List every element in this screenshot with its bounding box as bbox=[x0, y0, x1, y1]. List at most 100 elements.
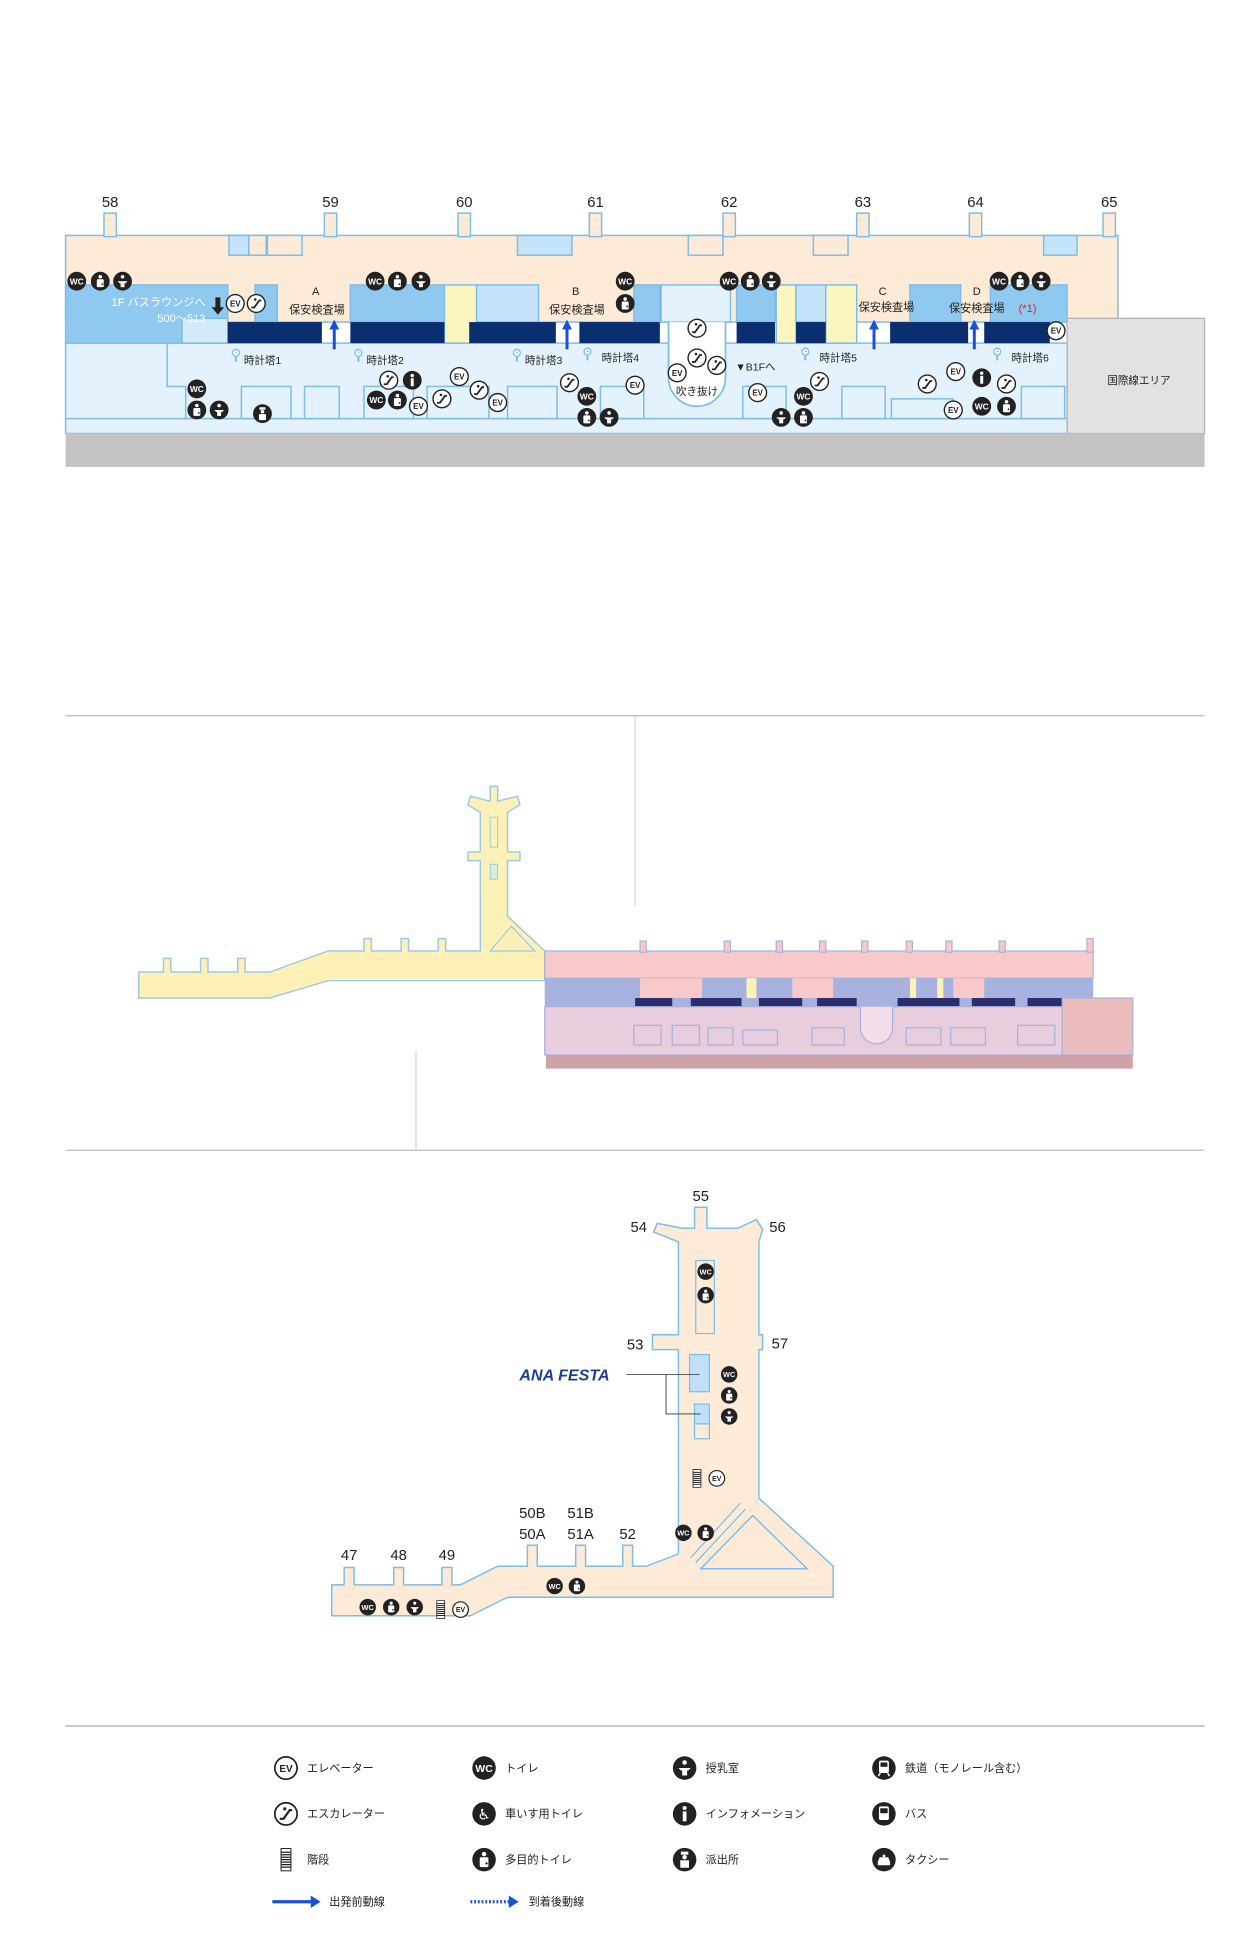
multipurpose-toilet-icon[interactable] bbox=[697, 1286, 715, 1304]
toilet-icon[interactable] bbox=[187, 379, 207, 399]
ana-festa-shop[interactable] bbox=[688, 1353, 710, 1393]
bus-gates-label: 500～513 bbox=[157, 313, 205, 325]
elevator-icon[interactable] bbox=[625, 375, 645, 395]
legend-wheelchair-toilet: 車いす用トイレ bbox=[505, 1807, 583, 1821]
gate-label-55: 55 bbox=[692, 1189, 709, 1205]
nursing-room-icon[interactable] bbox=[599, 407, 619, 427]
police-box-icon[interactable] bbox=[253, 404, 272, 424]
elevator-icon[interactable] bbox=[1046, 321, 1066, 341]
toilet-icon[interactable] bbox=[972, 396, 992, 416]
gate-label-51a: 51A bbox=[567, 1527, 594, 1543]
shop-leader-line bbox=[626, 1373, 701, 1415]
multipurpose-toilet-icon[interactable] bbox=[568, 1577, 586, 1595]
gate-label-63: 63 bbox=[855, 195, 872, 211]
escalator-icon[interactable] bbox=[687, 318, 707, 339]
multipurpose-toilet-icon[interactable] bbox=[996, 396, 1017, 417]
elevator-icon[interactable] bbox=[708, 1469, 726, 1487]
nursing-room-icon[interactable] bbox=[406, 1598, 423, 1616]
toilet-icon[interactable] bbox=[577, 386, 597, 406]
multipurpose-toilet-icon[interactable] bbox=[793, 407, 814, 428]
multipurpose-toilet-icon[interactable] bbox=[382, 1598, 400, 1616]
escalator-icon[interactable] bbox=[809, 371, 830, 392]
nursing-room-icon[interactable] bbox=[411, 271, 431, 291]
elevator-icon[interactable] bbox=[225, 293, 245, 314]
toilet-icon[interactable] bbox=[989, 271, 1009, 291]
legend-information: インフォメーション bbox=[706, 1809, 806, 1821]
information-icon[interactable] bbox=[402, 370, 422, 390]
toilet-icon[interactable] bbox=[359, 1598, 376, 1616]
escalator-icon[interactable] bbox=[687, 348, 707, 368]
information-icon bbox=[672, 1802, 697, 1826]
escalator-icon[interactable] bbox=[706, 355, 727, 376]
escalator-icon[interactable] bbox=[469, 380, 489, 400]
clock-tower-1: 時計塔1 bbox=[244, 354, 282, 367]
elevator-icon[interactable] bbox=[452, 1601, 469, 1619]
multipurpose-toilet-icon[interactable] bbox=[697, 1524, 715, 1542]
toilet-icon[interactable] bbox=[719, 271, 739, 291]
clock-tower-4: 時計塔4 bbox=[602, 352, 640, 365]
ana-festa-label[interactable]: ANA FESTA bbox=[518, 1367, 609, 1385]
nursing-room-icon[interactable] bbox=[113, 271, 132, 291]
gate-stubs bbox=[103, 212, 1117, 238]
multipurpose-toilet-icon[interactable] bbox=[90, 271, 111, 292]
down-arrow-icon bbox=[211, 297, 225, 315]
toilet-icon[interactable] bbox=[67, 271, 87, 291]
nursing-room-icon[interactable] bbox=[1031, 271, 1051, 291]
elevator-icon[interactable] bbox=[943, 400, 963, 420]
information-icon[interactable] bbox=[972, 368, 992, 388]
toilet-icon[interactable] bbox=[675, 1524, 692, 1542]
escalator-icon[interactable] bbox=[246, 293, 267, 314]
elevator-icon[interactable] bbox=[408, 396, 429, 416]
elevator-icon[interactable] bbox=[488, 392, 508, 413]
stairs-icon[interactable] bbox=[436, 1600, 446, 1620]
escalator-icon[interactable] bbox=[432, 389, 452, 409]
escalator-icon[interactable] bbox=[378, 370, 399, 391]
bus-icon bbox=[872, 1802, 896, 1826]
police-box-icon bbox=[672, 1847, 697, 1872]
multipurpose-toilet-icon[interactable] bbox=[720, 1386, 738, 1404]
nursing-room-icon[interactable] bbox=[761, 271, 781, 291]
multipurpose-toilet-icon[interactable] bbox=[577, 407, 597, 428]
nursing-room-icon[interactable] bbox=[771, 407, 791, 427]
escalator-icon[interactable] bbox=[559, 372, 580, 393]
elevator-icon[interactable] bbox=[449, 366, 469, 387]
nursing-room-icon[interactable] bbox=[209, 400, 229, 420]
railway-icon bbox=[871, 1755, 897, 1781]
security-c-letter: C bbox=[879, 286, 887, 298]
gate-label-50a: 50A bbox=[519, 1527, 546, 1543]
legend-multipurpose-toilet: 多目的トイレ bbox=[505, 1852, 572, 1866]
elevator-icon[interactable] bbox=[946, 361, 966, 382]
gate-label-51b: 51B bbox=[567, 1506, 594, 1522]
gate-label-59: 59 bbox=[322, 195, 339, 211]
multipurpose-toilet-icon[interactable] bbox=[387, 390, 408, 410]
multipurpose-toilet-icon[interactable] bbox=[740, 271, 761, 292]
toilet-icon[interactable] bbox=[615, 271, 635, 291]
toilet-icon[interactable] bbox=[697, 1263, 714, 1280]
international-area bbox=[1066, 317, 1206, 435]
multipurpose-toilet-icon[interactable] bbox=[1010, 271, 1030, 292]
escalator-icon[interactable] bbox=[917, 374, 938, 394]
toilet-icon[interactable] bbox=[794, 386, 813, 406]
escalator-icon[interactable] bbox=[996, 374, 1017, 394]
road-band-overview bbox=[545, 1054, 1133, 1069]
stairs-icon bbox=[280, 1847, 292, 1872]
nursing-room-icon[interactable] bbox=[720, 1408, 738, 1425]
stairs-icon[interactable] bbox=[692, 1468, 702, 1488]
satellite-map: ANA FESTA 55 54 56 53 57 47 48 49 50B 50… bbox=[331, 1189, 834, 1620]
toilet-icon[interactable] bbox=[720, 1366, 738, 1383]
toilet-icon[interactable] bbox=[366, 390, 386, 410]
elevator-icon[interactable] bbox=[748, 383, 768, 403]
gate-label-65: 65 bbox=[1101, 195, 1118, 211]
gate-label-53: 53 bbox=[627, 1338, 644, 1354]
elevator-icon[interactable] bbox=[667, 363, 687, 383]
multipurpose-toilet-icon[interactable] bbox=[187, 400, 207, 420]
bus-lounge-label: 1F バスラウンジへ bbox=[112, 296, 206, 309]
toilet-icon[interactable] bbox=[546, 1577, 563, 1595]
security-d-note: (*1) bbox=[1019, 303, 1037, 315]
multipurpose-toilet-icon[interactable] bbox=[615, 293, 635, 314]
multipurpose-toilet-icon[interactable] bbox=[387, 271, 408, 292]
toilet-icon[interactable] bbox=[365, 271, 385, 291]
legend-escalator: エスカレーター bbox=[307, 1808, 385, 1821]
b1f-label: ▼B1Fへ bbox=[735, 361, 775, 373]
security-a-letter: A bbox=[312, 286, 320, 298]
